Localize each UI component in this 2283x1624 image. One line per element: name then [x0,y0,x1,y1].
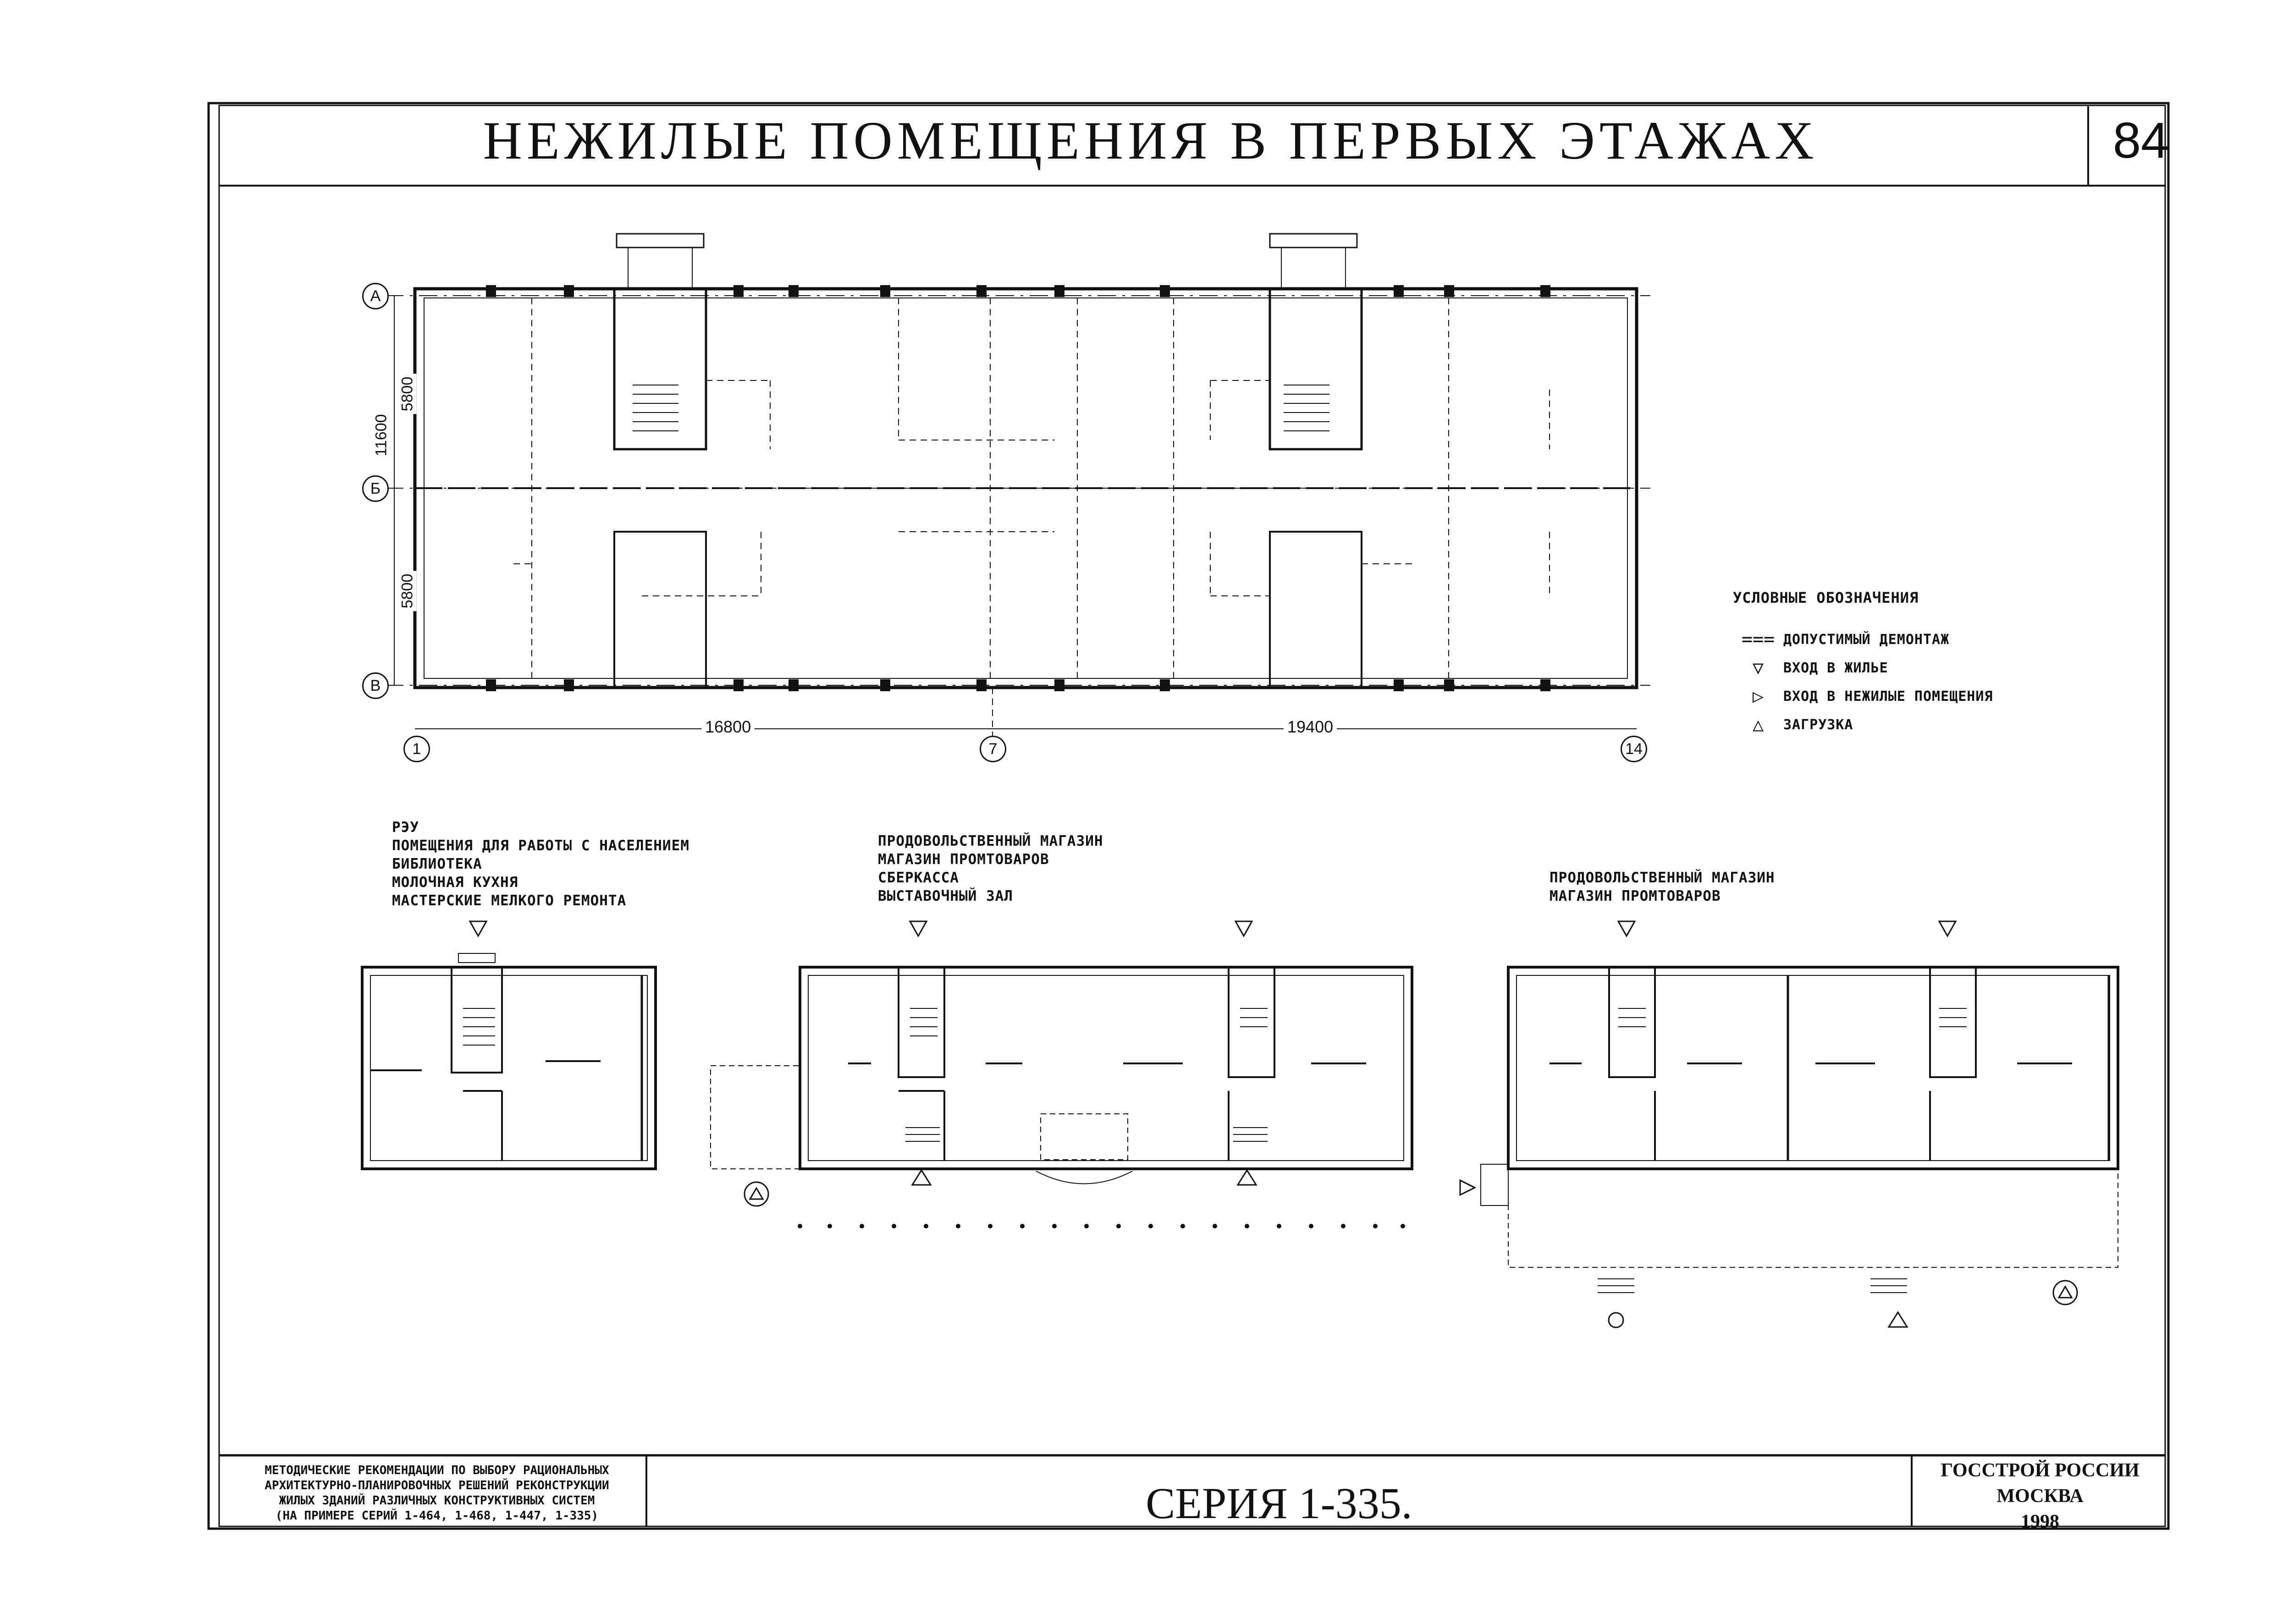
legend-item-residential-entry: ▽ ВХОД В ЖИЛЬЕ [1733,656,1888,679]
legend-item-demolition: === ДОПУСТИМЫЙ ДЕМОНТАЖ [1733,628,1949,651]
entry-marker-5 [1938,920,1957,938]
axis-col-1: 1 [403,736,430,762]
axis-row-v: В [362,672,389,699]
shop-entry-1 [911,1169,932,1186]
legend-item-nonresidential-entry: ▷ ВХОД В НЕЖИЛЫЕ ПОМЕЩЕНИЯ [1733,685,1993,708]
legend-item-loading: △ ЗАГРУЗКА [1733,713,1853,736]
axis-row-a: А [362,283,389,309]
main-floor-plan [385,233,1650,752]
shop-entry-2 [1236,1169,1257,1186]
legend-label: ДОПУСТИМЫЙ ДЕМОНТАЖ [1783,631,1950,648]
stamp-series: СЕРИЯ 1-335. [1146,1479,1412,1528]
dim-total-depth: 11600 [372,411,391,459]
legend-title: УСЛОВНЫЕ ОБОЗНАЧЕНИЯ [1733,589,1919,606]
triangle-right-icon: ▷ [1752,686,1764,707]
sheet-title: НЕЖИЛЫЕ ПОМЕЩЕНИЯ В ПЕРВЫХ ЭТАЖАХ [483,110,1819,171]
stamp-organization: ГОССТРОЙ РОССИИ МОСКВА 1998 [1941,1460,2140,1532]
variant-plan-2 [710,966,1413,1228]
entry-marker-1 [469,920,488,938]
axis-col-7: 7 [980,736,1006,762]
loading-marker-2 [2052,1280,2078,1305]
shop-entry-4 [1459,1179,1477,1196]
dim-half-top: 5800 [398,374,417,414]
loading-marker-3 [1608,1312,1624,1328]
stamp-description: МЕТОДИЧЕСКИЕ РЕКОМЕНДАЦИИ ПО ВЫБОРУ РАЦИ… [265,1464,609,1523]
entry-marker-2 [909,920,928,938]
circled-triangle-icon: △ [1752,714,1764,735]
inner-frame [218,105,2166,1527]
dim-half-bottom: 5800 [398,571,417,611]
variant-plan-1 [361,953,657,1170]
dim-right-span: 19400 [1284,717,1337,737]
dashed-line-icon: === [1741,629,1775,650]
entry-marker-4 [1617,920,1636,938]
variant-caption-2: ПРОДОВОЛЬСТВЕННЫЙ МАГАЗИН МАГАЗИН ПРОМТО… [878,833,1103,904]
dim-left-span: 16800 [701,717,755,737]
axis-row-b: Б [362,475,389,502]
shop-entry-3 [1887,1311,1908,1328]
axis-col-14: 14 [1621,736,1647,762]
variant-caption-3: ПРОДОВОЛЬСТВЕННЫЙ МАГАЗИН МАГАЗИН ПРОМТО… [1550,870,1775,904]
variant-caption-1: РЭУ ПОМЕЩЕНИЯ ДЛЯ РАБОТЫ С НАСЕЛЕНИЕМ БИ… [392,819,689,909]
loading-marker-1 [744,1181,769,1207]
entry-marker-3 [1234,920,1253,938]
triangle-down-icon: ▽ [1752,657,1764,678]
outer-frame [207,102,2170,1530]
variant-plan-3 [1480,966,2119,1293]
legend-label: ВХОД В ЖИЛЬЕ [1783,660,1888,676]
legend-label: ВХОД В НЕЖИЛЫЕ ПОМЕЩЕНИЯ [1783,688,1993,705]
legend-label: ЗАГРУЗКА [1783,716,1853,733]
sheet-number: 84 [2112,112,2169,169]
